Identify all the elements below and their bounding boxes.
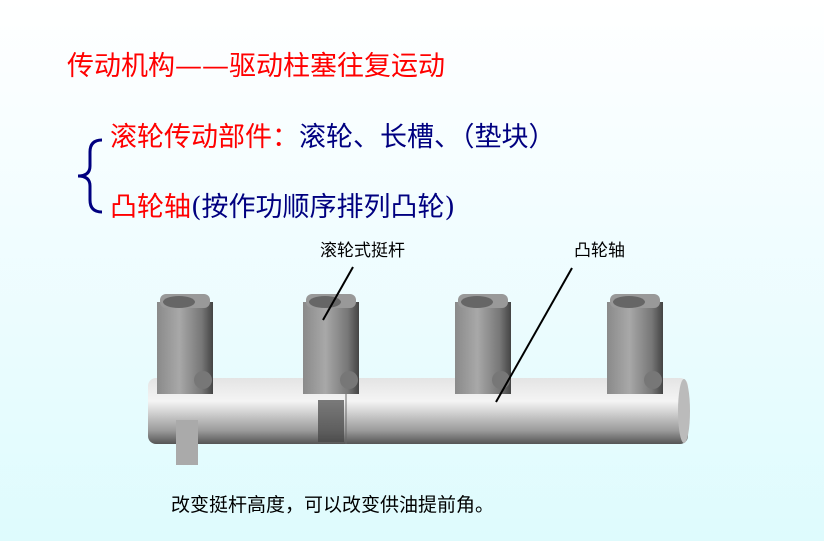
brace-icon bbox=[77, 138, 103, 214]
tappets bbox=[157, 294, 663, 394]
camshaft-leader-line bbox=[495, 267, 573, 403]
item-detail: (按作功顺序排列凸轮) bbox=[191, 192, 456, 223]
item-term: 凸轮轴 bbox=[110, 192, 191, 223]
item-detail: 滚轮、长槽、（垫块） bbox=[299, 122, 556, 153]
item-term: 滚轮传动部件： bbox=[110, 122, 299, 153]
camshaft-body bbox=[148, 378, 690, 465]
list-item-roller-parts: 滚轮传动部件：滚轮、长槽、（垫块） bbox=[110, 115, 556, 154]
label-roller-tappet: 滚轮式挺杆 bbox=[320, 241, 405, 261]
slide-title: 传动机构——驱动柱塞往复运动 bbox=[67, 51, 445, 82]
label-camshaft: 凸轮轴 bbox=[574, 241, 625, 261]
tappet-leader-line bbox=[322, 266, 354, 321]
caption: 改变挺杆高度，可以改变供油提前角。 bbox=[171, 494, 495, 516]
list-item-camshaft: 凸轮轴(按作功顺序排列凸轮) bbox=[110, 185, 455, 224]
